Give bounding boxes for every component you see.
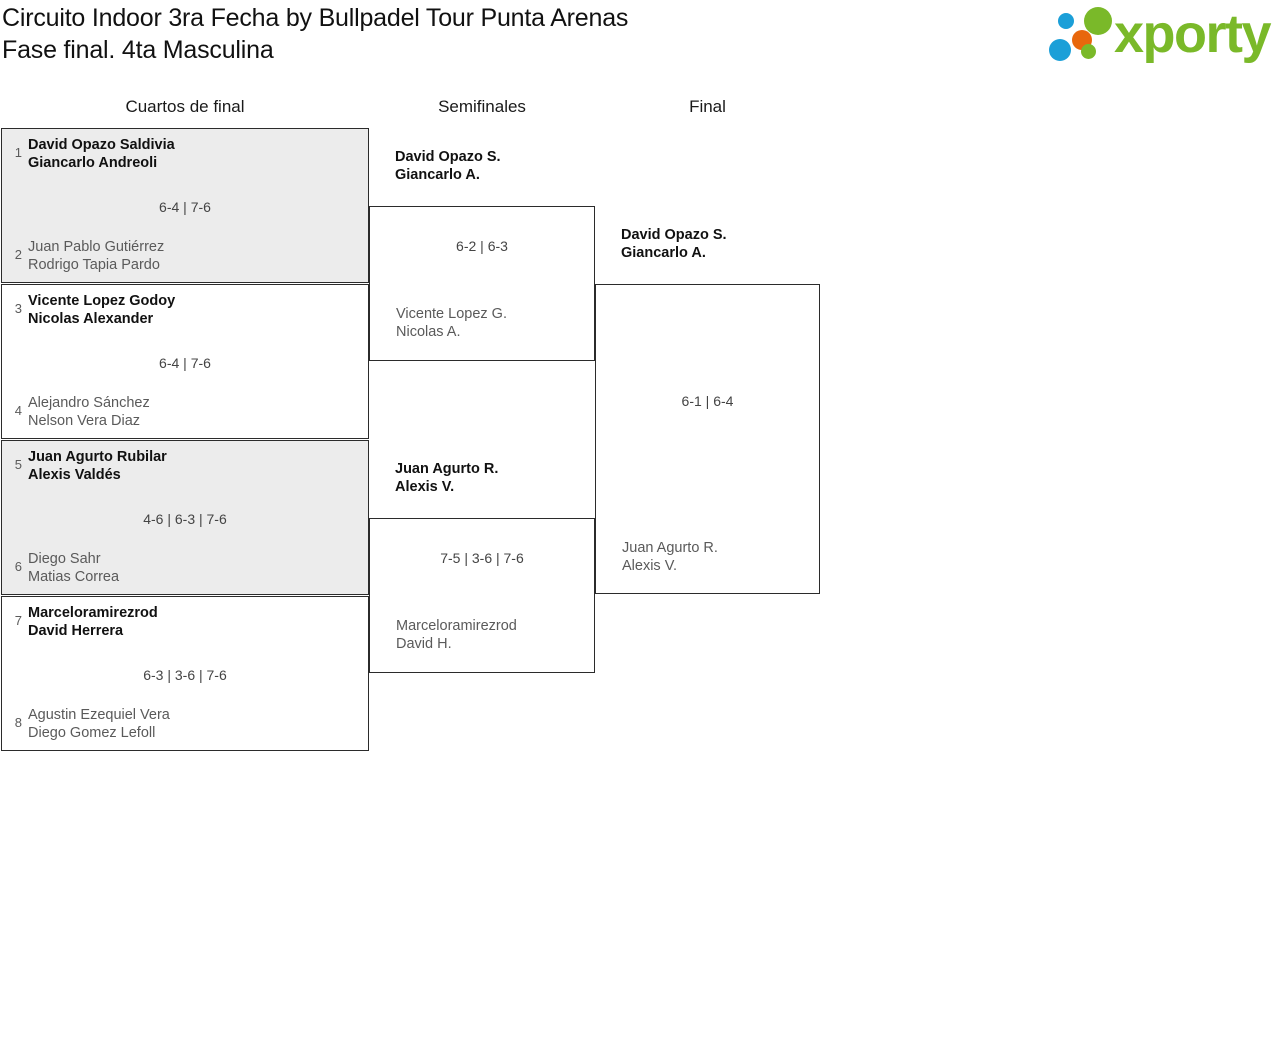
competitor-names: Juan Pablo Gutiérrez Rodrigo Tapia Pardo [28,237,368,274]
player-name-2: Giancarlo A. [621,245,706,261]
player-name-2: David H. [396,636,452,652]
player-name-1: Juan Agurto R. [622,540,718,556]
competitor-names: Vicente Lopez G. Nicolas A. [396,304,594,341]
player-name-1: Diego Sahr [28,551,101,567]
player-name-1: David Opazo S. [395,149,501,165]
player-name-2: Giancarlo A. [395,167,480,183]
logo-dot-green-large [1084,7,1112,35]
match-score: 7-5 | 3-6 | 7-6 [440,550,524,566]
seed-number: 5 [14,457,22,472]
title-line-1: Circuito Indoor 3ra Fecha by Bullpadel T… [2,4,629,32]
page-title: Circuito Indoor 3ra Fecha by Bullpadel T… [2,2,902,66]
competitor-top[interactable]: 3 Vicente Lopez Godoy Nicolas Alexander [2,291,368,328]
competitor-names: Juan Agurto R. Alexis V. [622,538,819,575]
match-score: 4-6 | 6-3 | 7-6 [143,511,227,527]
logo-dot-green-small [1081,44,1096,59]
competitor-bottom[interactable]: 2 Juan Pablo Gutiérrez Rodrigo Tapia Par… [2,237,368,274]
seed-number [596,538,622,547]
player-name-2: Matias Correa [28,569,120,585]
competitor-top[interactable]: 5 Juan Agurto Rubilar Alexis Valdés [2,447,368,484]
competitor-names: Marceloramirezrod David H. [396,616,594,653]
match-score: 6-4 | 7-6 [159,199,211,215]
logo-dots-icon [1044,6,1116,64]
seed-number [370,304,396,313]
match-quarterfinal-4[interactable]: 7 Marceloramirezrod David Herrera 6-3 | … [1,596,369,751]
match-score: 6-4 | 7-6 [159,355,211,371]
player-name-1: Alejandro Sánchez [28,395,150,411]
round-header-final: Final [689,97,726,116]
player-name-1: Juan Agurto Rubilar [28,449,167,465]
match-score: 6-1 | 6-4 [681,393,734,409]
player-name-2: Giancarlo Andreoli [28,155,158,171]
logo-wordmark: xporty [1114,4,1272,64]
semifinal-1-top-competitor[interactable]: David Opazo S. Giancarlo A. [369,147,595,184]
player-name-2: Alexis V. [622,558,678,574]
competitor-names: Diego Sahr Matias Correa [28,549,368,586]
player-name-1: Agustin Ezequiel Vera [28,707,170,723]
player-name-1: Vicente Lopez G. [396,306,507,322]
match-semifinal-1[interactable]: 6-2 | 6-3 Vicente Lopez G. Nicolas A. [369,206,595,361]
seed-number: 7 [14,613,22,628]
seed-number: 6 [14,559,22,574]
round-header-quarterfinals: Cuartos de final [125,97,245,116]
player-name-2: David Herrera [28,623,124,639]
player-name-2: Diego Gomez Lefoll [28,725,156,741]
player-name-2: Alexis Valdés [28,467,121,483]
round-header-semifinals: Semifinales [438,97,526,116]
seed-number: 8 [14,715,22,730]
seed-number: 2 [14,247,22,262]
match-quarterfinal-2[interactable]: 3 Vicente Lopez Godoy Nicolas Alexander … [1,284,369,439]
competitor-bottom[interactable]: Vicente Lopez G. Nicolas A. [370,304,594,341]
competitor-names: Juan Agurto R. Alexis V. [395,459,595,496]
player-name-2: Nicolas Alexander [28,311,154,327]
player-name-1: Marceloramirezrod [28,605,158,621]
title-line-2: Fase final. 4ta Masculina [2,36,274,64]
match-final[interactable]: 6-1 | 6-4 Juan Agurto R. Alexis V. [595,284,820,594]
player-name-1: Juan Agurto R. [395,461,499,477]
competitor-bottom[interactable]: 6 Diego Sahr Matias Correa [2,549,368,586]
competitor-names: Juan Agurto Rubilar Alexis Valdés [28,447,368,484]
seed-number [369,147,395,156]
player-name-2: Rodrigo Tapia Pardo [28,257,160,273]
player-name-2: Alexis V. [395,479,455,495]
match-quarterfinal-3[interactable]: 5 Juan Agurto Rubilar Alexis Valdés 4-6 … [1,440,369,595]
player-name-1: Marceloramirezrod [396,618,517,634]
match-score: 6-2 | 6-3 [456,238,508,254]
player-name-1: Vicente Lopez Godoy [28,293,176,309]
player-name-1: Juan Pablo Gutiérrez [28,239,165,255]
logo-dot-blue-large [1049,39,1071,61]
logo-dot-blue-small [1058,13,1074,29]
semifinal-2-top-competitor[interactable]: Juan Agurto R. Alexis V. [369,459,595,496]
competitor-bottom[interactable]: Juan Agurto R. Alexis V. [596,538,819,575]
competitor-bottom[interactable]: Marceloramirezrod David H. [370,616,594,653]
competitor-names: Vicente Lopez Godoy Nicolas Alexander [28,291,368,328]
player-name-1: David Opazo S. [621,227,727,243]
competitor-top[interactable]: 7 Marceloramirezrod David Herrera [2,603,368,640]
player-name-1: David Opazo Saldivia [28,137,175,153]
match-quarterfinal-1[interactable]: 1 David Opazo Saldivia Giancarlo Andreol… [1,128,369,283]
competitor-names: David Opazo S. Giancarlo A. [621,225,820,262]
xporty-logo[interactable]: xporty [1044,4,1272,66]
seed-number [595,225,621,234]
competitor-names: Marceloramirezrod David Herrera [28,603,368,640]
player-name-2: Nelson Vera Diaz [28,413,141,429]
seed-number: 3 [14,301,22,316]
final-top-competitor[interactable]: David Opazo S. Giancarlo A. [595,225,820,262]
competitor-names: Alejandro Sánchez Nelson Vera Diaz [28,393,368,430]
seed-number: 1 [14,145,22,160]
player-name-2: Nicolas A. [396,324,461,340]
seed-number: 4 [14,403,22,418]
seed-number [369,459,395,468]
competitor-names: David Opazo S. Giancarlo A. [395,147,595,184]
page-header: Circuito Indoor 3ra Fecha by Bullpadel T… [0,0,1280,90]
competitor-names: David Opazo Saldivia Giancarlo Andreoli [28,135,368,172]
match-semifinal-2[interactable]: 7-5 | 3-6 | 7-6 Marceloramirezrod David … [369,518,595,673]
competitor-bottom[interactable]: 4 Alejandro Sánchez Nelson Vera Diaz [2,393,368,430]
competitor-names: Agustin Ezequiel Vera Diego Gomez Lefoll [28,705,368,742]
match-score: 6-3 | 3-6 | 7-6 [143,667,227,683]
seed-number [370,616,396,625]
competitor-bottom[interactable]: 8 Agustin Ezequiel Vera Diego Gomez Lefo… [2,705,368,742]
competitor-top[interactable]: 1 David Opazo Saldivia Giancarlo Andreol… [2,135,368,172]
